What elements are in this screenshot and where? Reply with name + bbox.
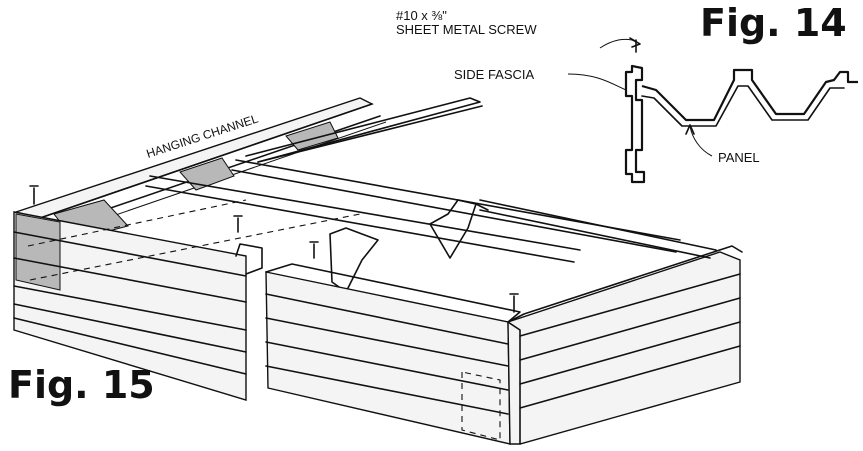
left-panel-seam-3 <box>13 285 247 331</box>
right-fascia-top <box>507 245 743 323</box>
rear-rail-ext <box>479 199 717 251</box>
side-fascia-label: SIDE FASCIA <box>454 67 535 82</box>
right-fascia-seam-1 <box>519 273 741 337</box>
front-panel-hidden-block <box>461 371 501 441</box>
hanging-channel-beam <box>13 97 374 219</box>
hanging-channel-edge <box>39 103 373 219</box>
middle-rib-1 <box>329 227 379 293</box>
left-panel-seam-5 <box>13 317 247 375</box>
screw-label: SHEET METAL SCREW <box>396 22 537 37</box>
cross-member-1 <box>149 175 581 251</box>
left-panel-seam-4 <box>13 303 247 353</box>
fig15-title: Fig. 15 <box>8 363 155 407</box>
back-rail-bottom <box>257 105 483 163</box>
right-fascia-seam-4 <box>519 345 741 409</box>
side-fascia-profile <box>624 64 646 184</box>
cross-member-2b <box>231 169 677 253</box>
middle-rib-3 <box>457 199 489 211</box>
left-panel-hidden-2 <box>29 213 361 281</box>
panel-leader <box>689 125 713 157</box>
panel-profile <box>641 68 858 122</box>
cross-member-1b <box>145 185 575 263</box>
left-panel-seam-1 <box>13 231 247 277</box>
screw-size-label: #10 x ⅜" <box>396 8 447 23</box>
left-panel-rib <box>235 243 263 275</box>
front-panel-seam-2 <box>265 317 509 367</box>
side-fascia-leader <box>567 73 627 91</box>
right-fascia-seam-3 <box>519 321 741 385</box>
back-rail-top <box>245 97 481 163</box>
bracket-shade-2 <box>179 157 235 191</box>
right-fascia-seam-2 <box>519 297 741 361</box>
front-panel-seam-1 <box>265 293 509 345</box>
front-panel-top <box>265 263 521 323</box>
fig14-title: Fig. 14 <box>700 1 847 45</box>
front-panel-seam-3 <box>265 341 509 391</box>
screw-arrowhead <box>629 37 641 48</box>
panel-profile-inner <box>641 85 845 127</box>
panel-arrowhead <box>685 124 695 135</box>
right-fascia <box>507 251 741 445</box>
left-panel-shaded-end <box>15 213 61 291</box>
fig14-cross-section: #10 x ⅜" SHEET METAL SCREW SIDE FASCIA P… <box>396 8 858 184</box>
rear-rail-ext-b <box>479 209 711 259</box>
front-panel-seam-4 <box>265 365 509 415</box>
left-panel-seam-2 <box>13 257 247 303</box>
fig15-assembly: HANGING CHANNEL <box>13 97 743 445</box>
left-panel-stack <box>13 211 247 401</box>
middle-rib-2 <box>429 199 477 259</box>
left-panel-hidden-1 <box>27 199 247 247</box>
panel-label: PANEL <box>718 150 760 165</box>
front-panel-stack <box>265 271 511 445</box>
right-fascia-end <box>507 321 521 445</box>
